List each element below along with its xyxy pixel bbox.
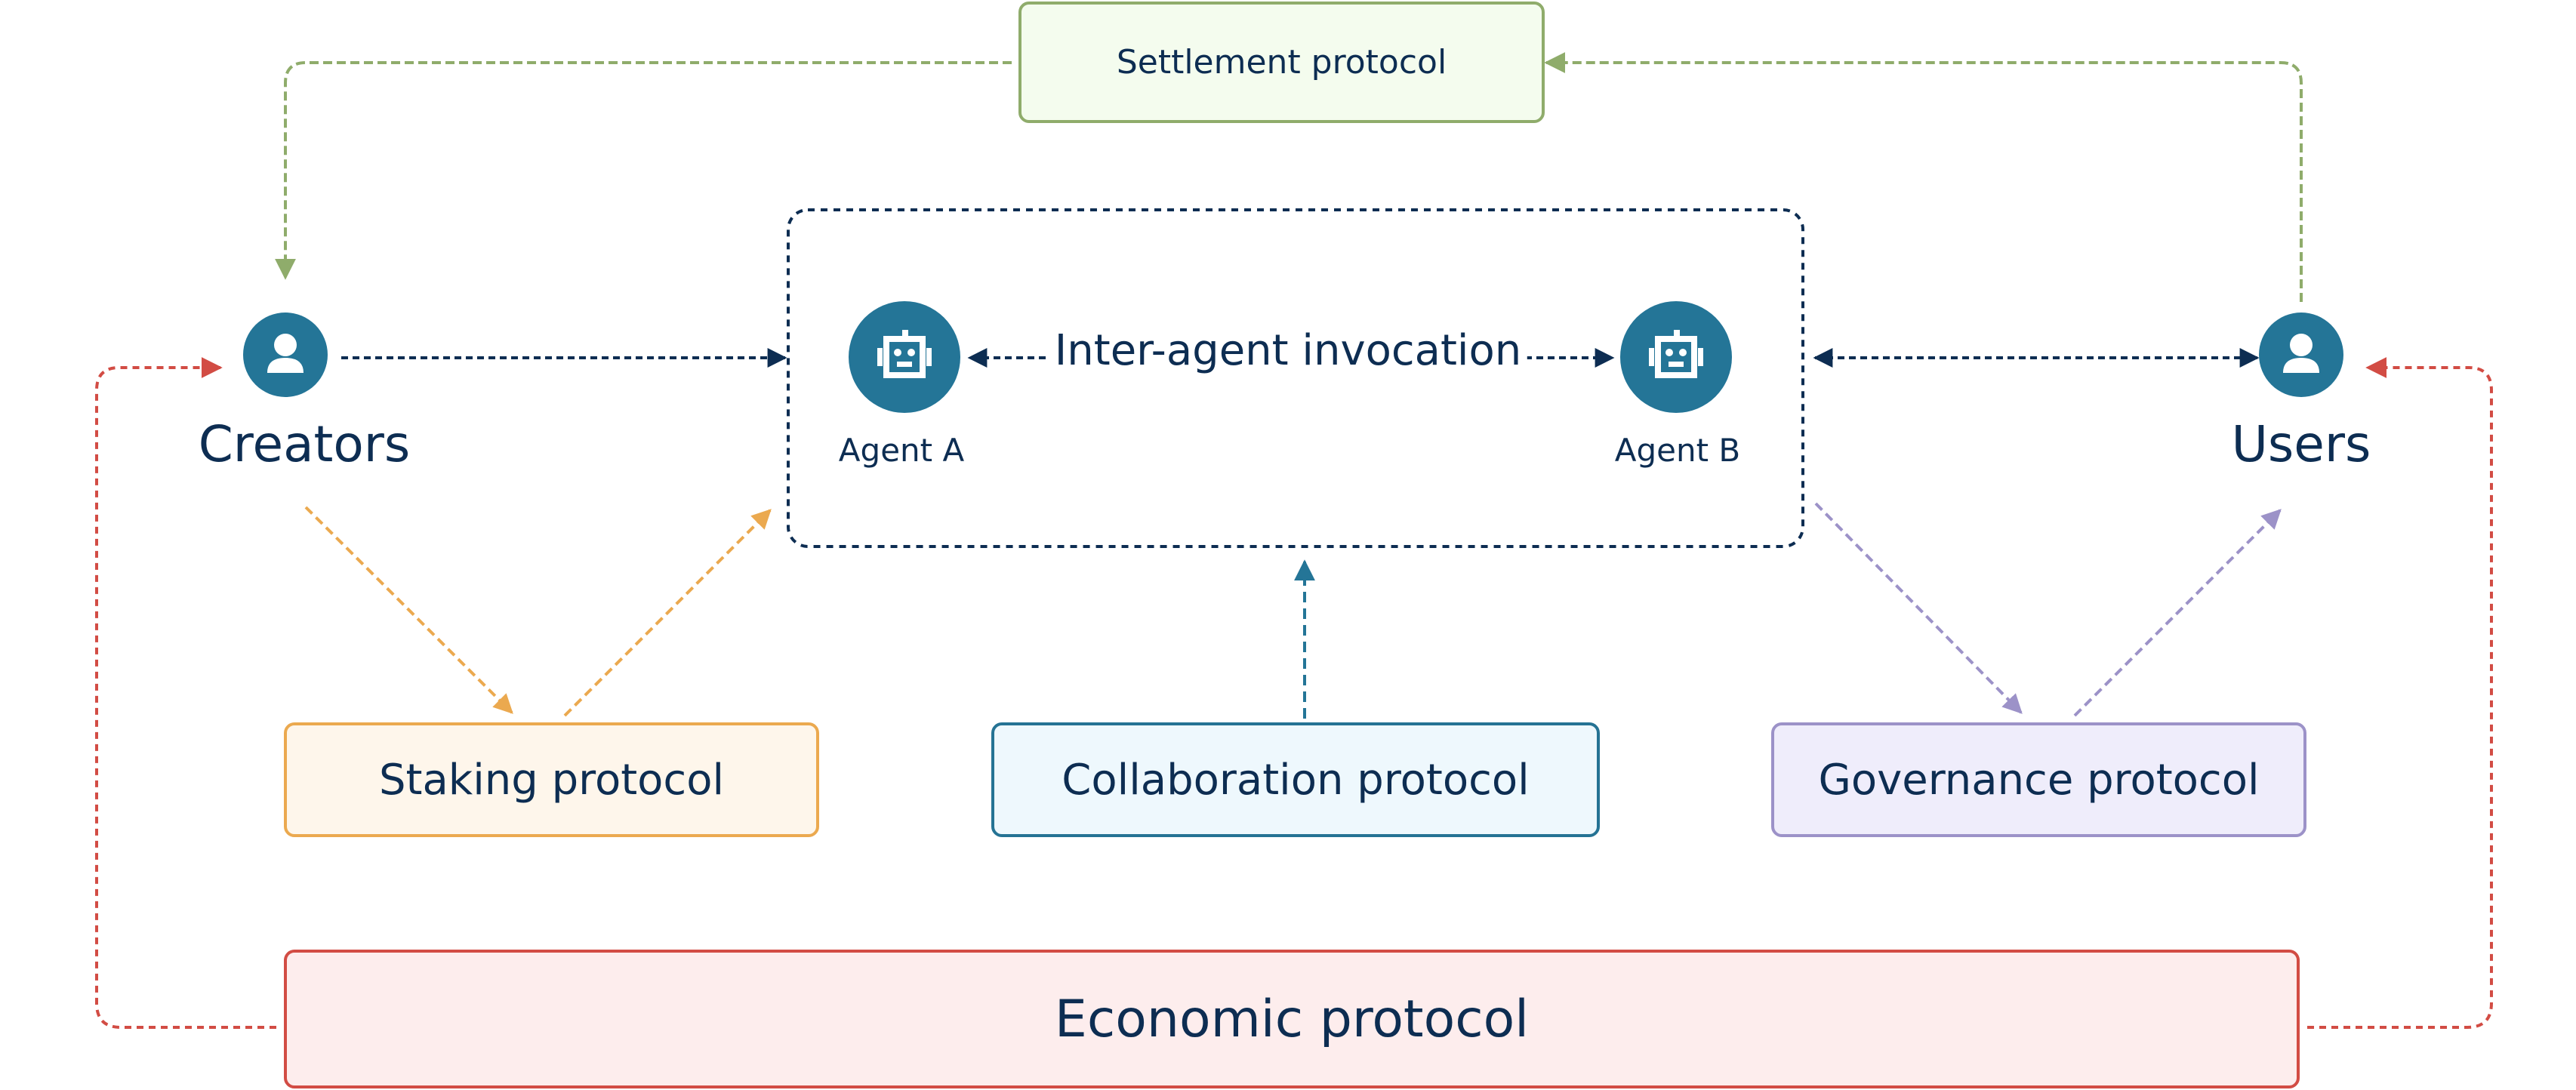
inter-agent-invocation-label: Inter-agent invocation	[1048, 326, 1528, 375]
staking-protocol-label: Staking protocol	[378, 755, 725, 805]
robot-icon	[877, 330, 932, 378]
collaboration-protocol-box[interactable]: Collaboration protocol	[991, 722, 1600, 837]
users-to-settlement-arrow	[1544, 52, 2303, 302]
users-avatar[interactable]	[2259, 313, 2343, 397]
user-icon	[2283, 334, 2319, 373]
settlement-protocol-box[interactable]: Settlement protocol	[1018, 2, 1545, 123]
staking-to-agents-arrow	[563, 509, 772, 717]
settlement-to-creators-arrow	[275, 61, 1012, 280]
agents-container	[787, 208, 1804, 548]
agent-b-avatar[interactable]	[1620, 301, 1732, 413]
economic-to-users-arrow	[2307, 357, 2493, 1029]
creators-to-staking-arrow	[304, 506, 513, 714]
governance-to-users-arrow	[2073, 509, 2282, 717]
agent-b-label: Agent B	[1614, 432, 1741, 469]
economic-protocol-label: Economic protocol	[1054, 989, 1530, 1049]
user-icon	[267, 334, 304, 373]
agent-a-label: Agent A	[838, 432, 965, 469]
governance-protocol-box[interactable]: Governance protocol	[1771, 722, 2306, 837]
users-label: Users	[2231, 415, 2371, 473]
creators-avatar[interactable]	[243, 313, 328, 397]
creators-label: Creators	[198, 415, 411, 473]
staking-protocol-box[interactable]: Staking protocol	[284, 722, 819, 837]
economic-to-creators-arrow	[95, 357, 276, 1029]
settlement-protocol-label: Settlement protocol	[1116, 43, 1447, 82]
collaboration-protocol-label: Collaboration protocol	[1062, 755, 1530, 805]
agents-to-governance-arrow	[1814, 502, 2023, 714]
robot-icon	[1649, 330, 1703, 378]
agent-a-avatar[interactable]	[849, 301, 960, 413]
governance-protocol-label: Governance protocol	[1818, 755, 2260, 805]
economic-protocol-box[interactable]: Economic protocol	[284, 950, 2300, 1088]
